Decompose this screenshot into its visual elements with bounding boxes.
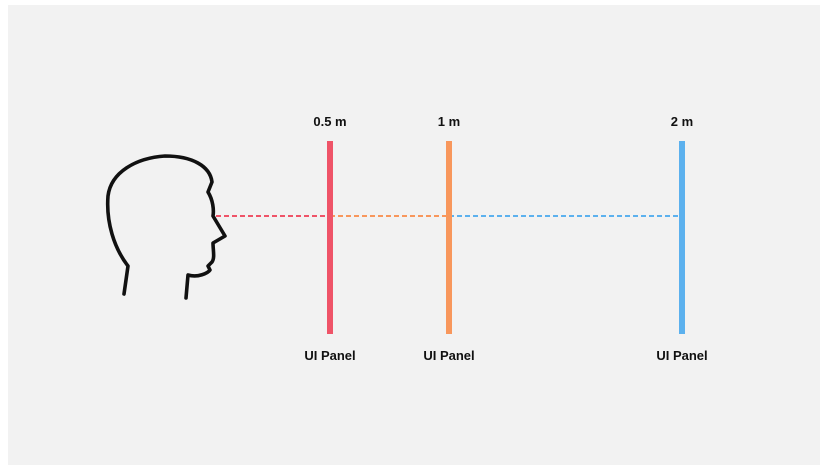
ui-panel-near [327,141,333,334]
panel-label-mid: UI Panel [423,348,474,363]
panel-label-far: UI Panel [656,348,707,363]
head-profile-icon [108,156,225,298]
panel-label-near: UI Panel [304,348,355,363]
distance-label-far: 2 m [671,114,693,129]
ui-panel-far [679,141,685,334]
distance-label-near: 0.5 m [313,114,346,129]
ui-panel-mid [446,141,452,334]
distance-label-mid: 1 m [438,114,460,129]
